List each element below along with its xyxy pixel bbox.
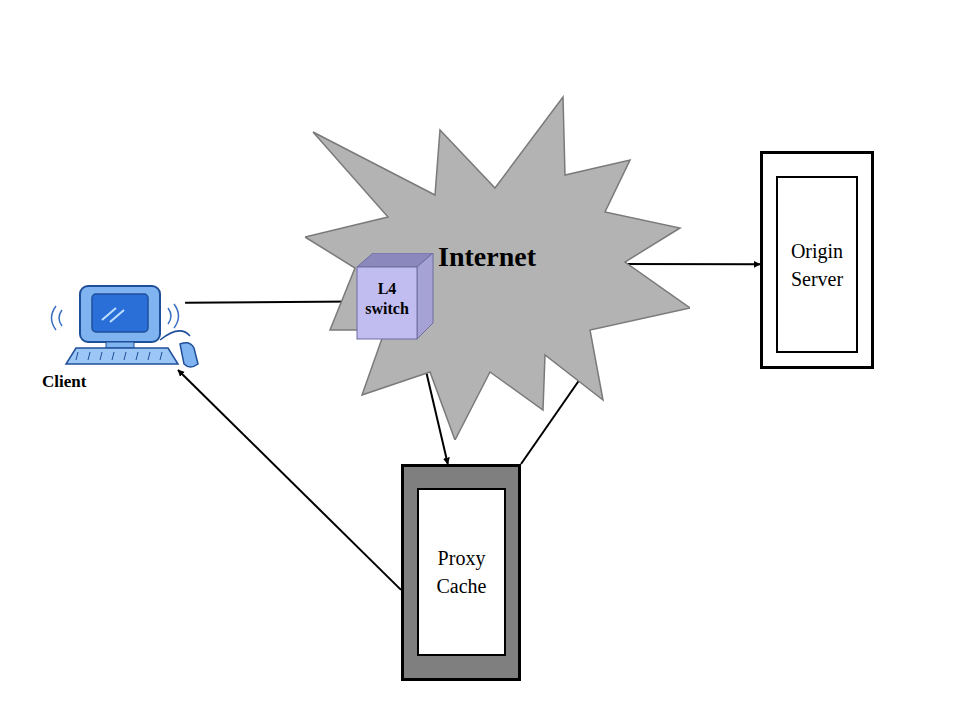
node-label: Internet (438, 241, 536, 273)
node-label: Proxy Cache (424, 544, 500, 600)
arrow-connector (618, 263, 760, 265)
client-node: Client (40, 280, 225, 400)
node-label: Client (42, 372, 86, 392)
switch-node: L4 switch (355, 253, 435, 341)
internet-cloud-node: Internet L4 switch (305, 95, 690, 440)
node-label: L4 switch (359, 279, 415, 319)
arrow-connector (178, 370, 401, 590)
inner-panel: Proxy Cache (417, 488, 506, 656)
server-box: Origin Server (760, 151, 874, 369)
inner-panel: Origin Server (776, 176, 858, 353)
arrow-connector (185, 301, 355, 302)
node-label: Origin Server (779, 237, 855, 293)
cache-box: Proxy Cache (401, 464, 521, 681)
